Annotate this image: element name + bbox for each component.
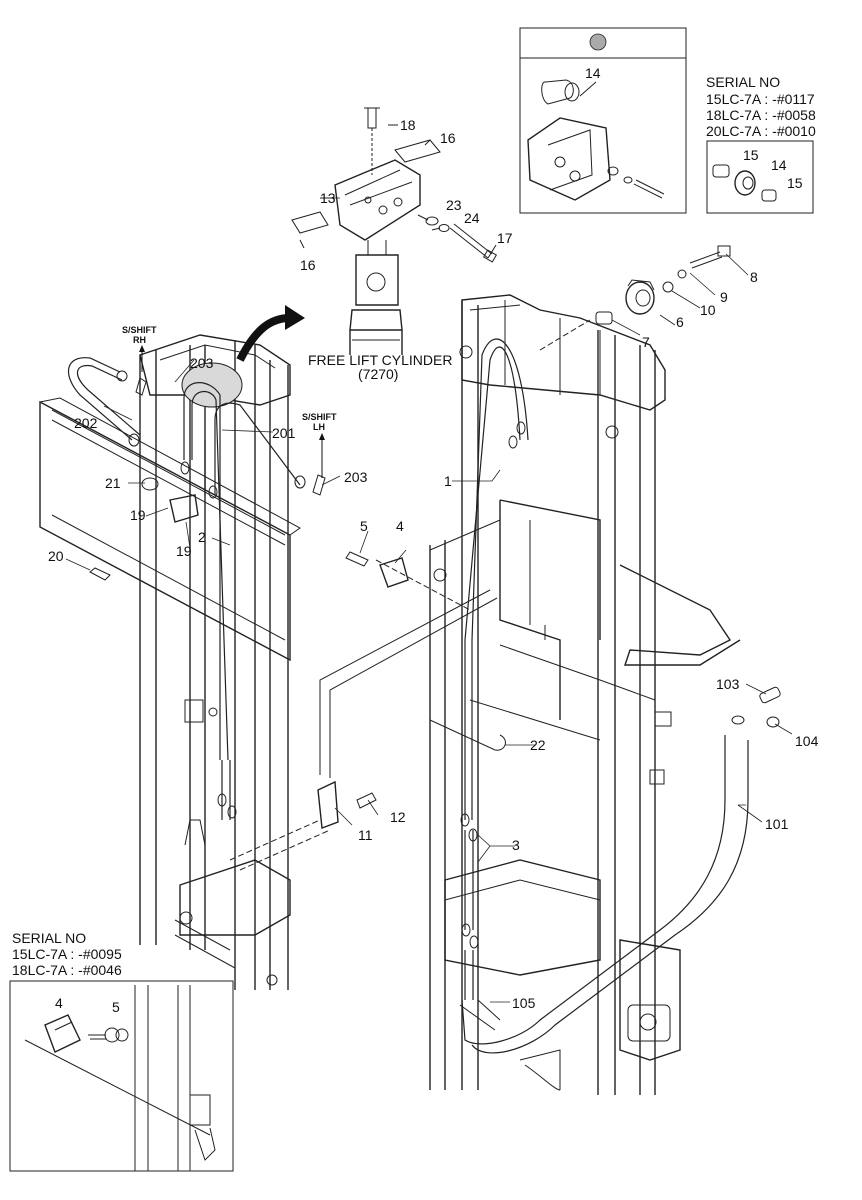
sshift-lh-line1: S/SHIFT xyxy=(302,412,337,422)
callout-1: 1 xyxy=(444,473,452,489)
callout-104: 104 xyxy=(795,733,819,749)
inset-callout-14: 14 xyxy=(585,65,601,81)
top-inset-panel xyxy=(519,27,687,214)
blocks xyxy=(89,377,409,829)
callout-17: 17 xyxy=(497,230,513,246)
callout-8: 8 xyxy=(750,269,758,285)
serial-no-bottom-line-2: 18LC-7A : -#0046 xyxy=(12,962,122,978)
serial-no-bottom-line-1: 15LC-7A : -#0095 xyxy=(12,946,122,962)
serial-inset-bottom xyxy=(9,980,234,1172)
callout-19b: 19 xyxy=(176,543,192,559)
callout-21: 21 xyxy=(105,475,121,491)
callout-12: 12 xyxy=(390,809,406,825)
callout-20: 20 xyxy=(48,548,64,564)
callout-203-right: 203 xyxy=(344,469,368,485)
callout-2: 2 xyxy=(198,529,206,545)
callout-7: 7 xyxy=(642,334,650,350)
callout-16-top: 16 xyxy=(440,130,456,146)
callout-10: 10 xyxy=(700,302,716,318)
view-arrow xyxy=(236,314,291,362)
sshift-lh-line2: LH xyxy=(313,422,325,432)
callout-13: 13 xyxy=(320,190,336,206)
callout-labels: 1 2 3 4 5 6 7 8 9 10 11 12 13 16 16 17 1… xyxy=(48,65,819,1015)
leader-lines xyxy=(65,197,793,1003)
callout-19a: 19 xyxy=(130,507,146,523)
right-mast xyxy=(429,294,741,1095)
callout-23: 23 xyxy=(446,197,462,213)
callout-6: 6 xyxy=(676,314,684,330)
bottom-inset-callout-5: 5 xyxy=(112,999,120,1015)
serial-inset-callout-15-left: 15 xyxy=(743,147,759,163)
callout-11: 11 xyxy=(358,827,373,843)
serial-no-bottom-title: SERIAL NO xyxy=(12,930,87,946)
callout-103: 103 xyxy=(716,676,740,692)
serial-no-top-line-1: 15LC-7A : -#0117 xyxy=(706,91,815,107)
free-lift-cylinder xyxy=(291,107,498,355)
serial-inset-callout-14: 14 xyxy=(771,157,787,173)
callout-18: 18 xyxy=(400,117,416,133)
serial-no-top-title: SERIAL NO xyxy=(706,74,781,90)
callout-9: 9 xyxy=(720,289,728,305)
callout-4: 4 xyxy=(396,518,404,534)
serial-inset-callout-15-right: 15 xyxy=(787,175,803,191)
callout-202: 202 xyxy=(74,415,98,431)
callout-101: 101 xyxy=(765,816,789,832)
left-mast xyxy=(39,334,301,990)
sshift-rh-line1: S/SHIFT xyxy=(122,325,157,335)
free-lift-cylinder-code: (7270) xyxy=(358,366,398,382)
callout-105: 105 xyxy=(512,995,536,1011)
bottom-inset-callout-4: 4 xyxy=(55,995,63,1011)
callout-3: 3 xyxy=(512,837,520,853)
free-lift-cylinder-label: FREE LIFT CYLINDER xyxy=(308,352,452,368)
serial-no-top-line-3: 20LC-7A : -#0010 xyxy=(706,123,816,139)
fittings xyxy=(116,370,781,949)
serial-no-top-line-2: 18LC-7A : -#0058 xyxy=(706,107,816,123)
roller-assembly xyxy=(539,245,731,351)
detail-bubble xyxy=(181,362,243,408)
serial-inset-top xyxy=(706,140,814,214)
callout-5: 5 xyxy=(360,518,368,534)
callout-201: 201 xyxy=(272,425,296,441)
callout-22: 22 xyxy=(530,737,546,753)
callout-16-bottom: 16 xyxy=(300,257,316,273)
callout-24: 24 xyxy=(464,210,480,226)
sshift-rh-line2: RH xyxy=(133,335,146,345)
hoses xyxy=(67,338,749,1054)
callout-203-top: 203 xyxy=(190,355,214,371)
view-arrow-head xyxy=(285,305,305,330)
